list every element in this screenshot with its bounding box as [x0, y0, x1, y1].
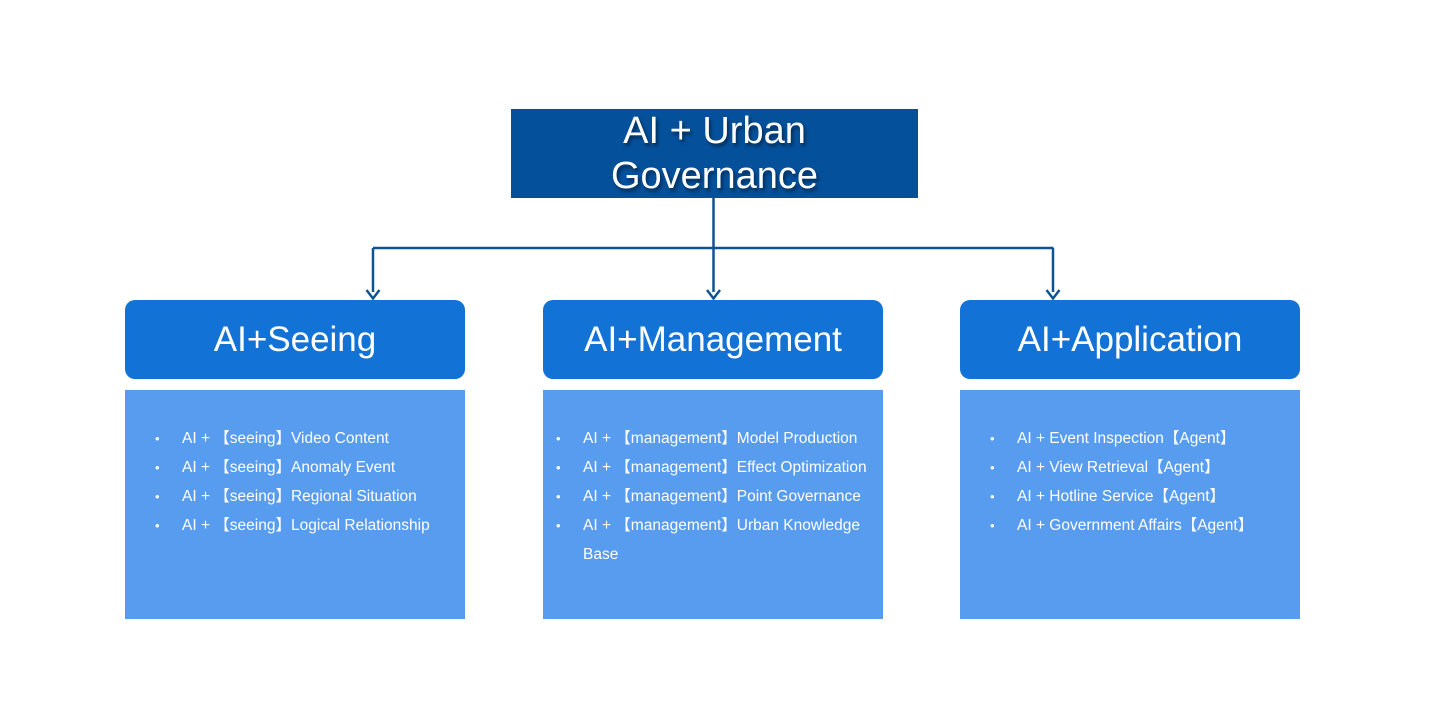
branch-item-text: AI + 【seeing】Logical Relationship [182, 517, 430, 534]
branch-seeing-body: • AI + 【seeing】Video Content • AI + 【see… [125, 390, 465, 619]
bullet-icon: • [155, 460, 160, 475]
branch-item: • AI + Event Inspection【Agent】 [990, 424, 1292, 453]
branch-item-text: AI + 【seeing】Video Content [182, 430, 389, 447]
branch-management: AI+Management • AI + 【management】Model P… [543, 300, 883, 619]
bullet-icon: • [990, 431, 995, 446]
branch-application-body: • AI + Event Inspection【Agent】 • AI + Vi… [960, 390, 1300, 619]
bullet-icon: • [990, 460, 995, 475]
branch-item: • AI + 【management】Model Production [556, 424, 875, 453]
branch-item: • AI + 【management】Urban Knowledge Base [556, 511, 875, 569]
root-node: AI + Urban Governance [511, 109, 918, 198]
branch-title: AI+Seeing [213, 319, 377, 359]
arrow-down-icon [1045, 289, 1061, 301]
branch-management-body: • AI + 【management】Model Production • AI… [543, 390, 883, 619]
branch-item: • AI + Hotline Service【Agent】 [990, 482, 1292, 511]
branch-item: • AI + 【seeing】Regional Situation [155, 482, 457, 511]
branch-item: • AI + 【seeing】Anomaly Event [155, 453, 457, 482]
bullet-icon: • [556, 460, 561, 475]
bullet-icon: • [155, 431, 160, 446]
bullet-icon: • [155, 518, 160, 533]
root-node-title: AI + Urban Governance [610, 109, 818, 197]
bullet-icon: • [990, 518, 995, 533]
branch-title: AI+Management [584, 319, 842, 359]
branch-item: • AI + View Retrieval【Agent】 [990, 453, 1292, 482]
bullet-icon: • [155, 489, 160, 504]
arrow-down-icon [365, 289, 381, 301]
branch-item-list: • AI + 【management】Model Production • AI… [556, 424, 875, 569]
branch-title: AI+Application [1017, 319, 1243, 359]
arrow-down-icon [706, 289, 721, 301]
branch-application-header: AI+Application [960, 300, 1300, 379]
branch-seeing-header: AI+Seeing [125, 300, 465, 379]
branch-item: • AI + 【seeing】Video Content [155, 424, 457, 453]
bullet-icon: • [556, 431, 561, 446]
branch-item-text: AI + Government Affairs【Agent】 [1017, 517, 1254, 534]
branch-item-text: AI + Hotline Service【Agent】 [1017, 488, 1226, 505]
bullet-icon: • [556, 489, 561, 504]
branch-item-list: • AI + 【seeing】Video Content • AI + 【see… [155, 424, 457, 540]
branch-item-text: AI + 【management】Point Governance [583, 488, 861, 505]
bullet-icon: • [990, 489, 995, 504]
branch-item: • AI + Government Affairs【Agent】 [990, 511, 1292, 540]
branch-item-text: AI + 【management】Model Production [583, 430, 858, 447]
branch-seeing: AI+Seeing • AI + 【seeing】Video Content •… [125, 300, 465, 619]
branch-item: • AI + 【seeing】Logical Relationship [155, 511, 457, 540]
branch-item-text: AI + 【management】Effect Optimization [583, 459, 867, 476]
branch-item: • AI + 【management】Point Governance [556, 482, 875, 511]
branch-item-text: AI + 【seeing】Anomaly Event [182, 459, 396, 476]
branch-item-text: AI + View Retrieval【Agent】 [1017, 459, 1220, 476]
branch-item-text: AI + 【seeing】Regional Situation [182, 488, 417, 505]
branch-application: AI+Application • AI + Event Inspection【A… [960, 300, 1300, 619]
branch-item-text: AI + 【management】Urban Knowledge Base [583, 517, 861, 563]
bullet-icon: • [556, 518, 561, 533]
branch-item: • AI + 【management】Effect Optimization [556, 453, 875, 482]
branch-management-header: AI+Management [543, 300, 883, 379]
branch-item-text: AI + Event Inspection【Agent】 [1017, 430, 1236, 447]
branch-item-list: • AI + Event Inspection【Agent】 • AI + Vi… [990, 424, 1292, 540]
